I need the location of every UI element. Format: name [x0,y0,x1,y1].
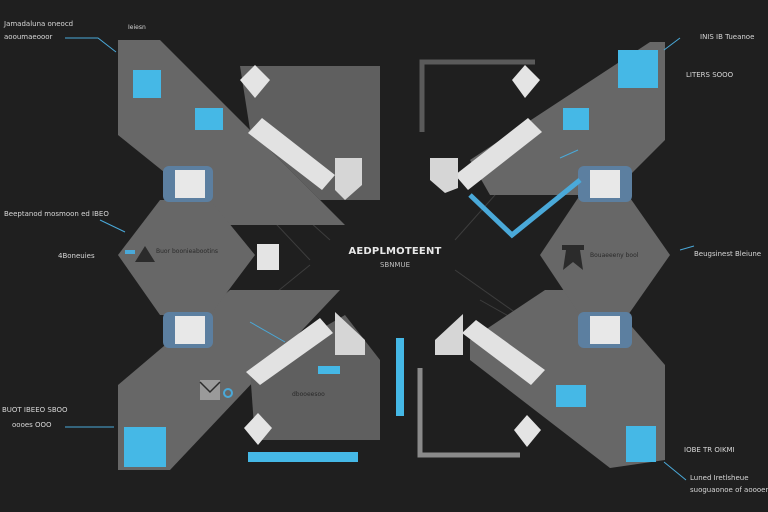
diagonal-bars [246,118,545,385]
pointer-line [99,219,126,233]
user-figure-icon [562,245,584,270]
tile-folded [435,314,463,355]
junction-node-left-top [163,166,213,202]
pointer-lines [65,37,695,481]
accent-bar-vertical [396,338,404,416]
frame-lines [417,59,535,458]
pointer-line [663,461,687,481]
tiles [240,65,541,447]
diagonal-bar [455,118,542,190]
diagonal-bar [462,320,545,385]
arm-bottom-left [118,290,340,470]
diagonal-bar [248,118,335,190]
accent-square [318,366,340,374]
junction-nodes [163,166,632,348]
label-top-left-2: aooumaeooor [4,33,53,41]
center-subtitle: SBNMUE [379,261,411,269]
marker-icon [125,250,135,254]
accent-square [195,108,223,130]
pointer-line [663,37,681,51]
tile-diamond [514,415,541,447]
tile-folded [335,158,362,200]
label-mid-left-1: Beeptanod mosmoon ed IBEO [4,210,109,218]
hex-right-middle [540,195,670,315]
pointer-line [559,149,579,159]
tile-diamond [240,65,270,98]
pointer-line [65,37,117,53]
node-label-left-mid: Buor boonieabootins [156,248,219,255]
accent-square [133,70,161,98]
label-bottom-right-1: IOBE TR OIKMI [684,446,735,454]
accent-square [563,108,589,130]
label-top-left-1: Jamadaluna oneocd [4,20,74,28]
tile-diamond [512,65,540,98]
center-title: AEDPLMOTEENT [348,246,442,257]
hex-left-middle [118,200,255,315]
label-bottom-right-3: suoguaonoe of aoooene [690,486,768,494]
junction-node-right-top [578,166,632,202]
warning-triangle-icon [135,246,155,262]
blue-accents [124,50,658,467]
connector-blue-chevron [468,178,582,239]
label-bottom-left-2: oooes OOO [12,421,52,429]
tile-folded [430,158,458,193]
junction-node-right-bottom [578,312,632,348]
frame-bracket-top-right [419,59,535,132]
accent-bar-horizontal [248,452,358,462]
pointer-line [679,245,695,251]
tile-diamond [244,413,272,445]
accent-square [626,426,656,462]
label-mid-right-1: Beugsinest Bleiune [694,250,762,258]
tile-small-card [257,244,279,270]
accent-square [618,50,658,88]
frame-bracket-bottom-right [417,368,520,458]
label-bottom-left-1: BUOT IBEEO SBOO [2,406,68,414]
label-mid-left-2: 4Boneuies [58,252,95,260]
accent-square [556,385,586,407]
label-top-right-2: LITERS SOOO [686,71,734,79]
label-top-right-1: INIS IB Tueanoe [700,33,755,41]
node-label-bottom-left: dbooeesoo [292,391,325,398]
tile-folded [335,312,365,355]
accent-square [124,427,166,467]
node-label-right-mid: Bouaeeeny bool [590,252,639,259]
label-top-left-small: Ieiesn [128,24,146,31]
junction-node-left-bottom [163,312,213,348]
label-bottom-right-2: Luned Iretlsheue [690,474,749,482]
icons [125,245,584,400]
diagonal-bar [246,318,333,385]
envelope-icon [199,380,233,400]
pointer-line [249,321,286,343]
